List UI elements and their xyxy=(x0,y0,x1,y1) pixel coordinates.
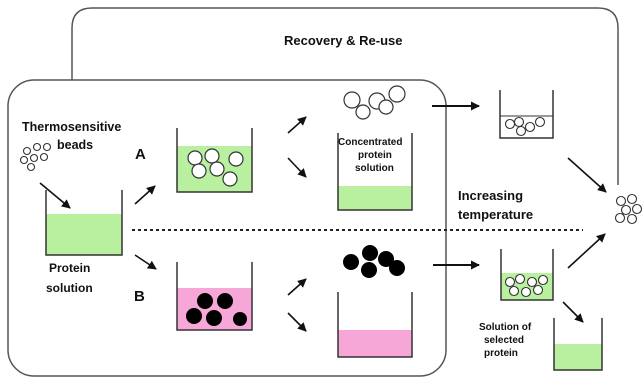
recovery-loop-line xyxy=(71,7,619,185)
bead-icon xyxy=(32,142,42,152)
dark-bead-icon xyxy=(233,312,247,326)
bead-icon xyxy=(29,153,39,163)
pink-solution xyxy=(338,330,412,357)
bead-icon xyxy=(343,91,361,109)
arrow-b-to-beads xyxy=(287,278,307,296)
bead-icon xyxy=(42,142,52,152)
concentrated-label-1: Concentrated xyxy=(338,137,402,148)
bead-icon xyxy=(626,193,638,205)
protein-beaker xyxy=(45,190,123,256)
bead-icon xyxy=(614,212,626,224)
dark-bead-icon xyxy=(378,251,394,267)
bead-icon xyxy=(378,99,394,115)
pink-beaker xyxy=(337,292,413,358)
thermosensitive-beads-label-2: beads xyxy=(57,138,93,152)
bead-icon xyxy=(39,152,49,162)
selected-protein-label-1: Solution of xyxy=(479,322,532,333)
arrow-to-beaker-b xyxy=(134,254,157,270)
green-solution xyxy=(338,186,412,210)
bead-icon xyxy=(514,273,526,285)
bead-icon xyxy=(209,161,225,177)
bead-icon xyxy=(524,121,536,133)
dark-bead-icon xyxy=(186,308,202,324)
protein-solution-label-2: solution xyxy=(46,281,93,295)
bead-icon xyxy=(191,163,207,179)
dark-bead-icon xyxy=(206,310,222,326)
concentrated-label-2: protein xyxy=(358,150,392,161)
dark-bead-icon xyxy=(197,293,213,309)
dark-bead-icon xyxy=(361,262,377,278)
path-b-label: B xyxy=(134,288,145,305)
dark-bead-icon xyxy=(362,245,378,261)
increasing-temperature-label-1: Increasing xyxy=(458,188,523,203)
arrow-b-to-solution xyxy=(287,312,307,332)
arrow-selection-to-selected xyxy=(562,301,584,323)
bead-icon xyxy=(19,155,29,165)
recovery-label: Recovery & Re-use xyxy=(284,33,403,48)
beaker-b xyxy=(176,262,253,331)
thermosensitive-beads-label-1: Thermosensitive xyxy=(22,120,121,134)
recycled-beads xyxy=(614,193,643,225)
selected-protein-label-3: protein xyxy=(484,348,518,359)
bead-icon xyxy=(534,116,546,128)
recovery-beaker-top xyxy=(499,90,554,139)
selected-protein-label-2: selected xyxy=(484,335,524,346)
bead-icon xyxy=(388,85,406,103)
arrow-a-to-solution xyxy=(287,157,307,178)
concentrated-label-3: solution xyxy=(355,163,394,174)
recovered-beads-b xyxy=(343,245,405,278)
bead-icon xyxy=(526,276,538,288)
bead-icon xyxy=(228,151,244,167)
increasing-temperature-label-2: temperature xyxy=(458,207,533,222)
bead-icon xyxy=(355,104,371,120)
bead-icon xyxy=(631,203,643,215)
arrows xyxy=(39,101,607,332)
dark-bead-icon xyxy=(343,254,359,270)
bead-icon xyxy=(26,162,36,172)
bead-icon xyxy=(508,285,520,297)
bead-icon xyxy=(187,150,203,166)
arrow-beads-to-solution xyxy=(39,182,71,209)
arrow-a-to-beads xyxy=(287,116,307,134)
bead-icon xyxy=(626,213,638,225)
dark-bead-icon xyxy=(217,293,233,309)
protein-solution-label-1: Protein xyxy=(49,261,90,275)
bead-icon xyxy=(22,146,32,156)
arrow-recovery-to-recycle xyxy=(567,157,607,193)
process-frame xyxy=(7,79,447,377)
path-a-label: A xyxy=(135,146,146,163)
dark-bead-icon xyxy=(389,260,405,276)
bead-icon xyxy=(204,148,220,164)
arrow-selection-to-recycle xyxy=(567,233,606,269)
bead-icon xyxy=(515,125,527,137)
beaker-a xyxy=(176,128,253,193)
free-beads-group xyxy=(19,142,52,172)
bead-icon xyxy=(504,118,516,130)
bead-icon xyxy=(513,116,525,128)
green-solution xyxy=(554,344,602,370)
concentrated-beaker xyxy=(337,133,413,211)
bead-icon xyxy=(520,286,532,298)
green-solution xyxy=(46,214,122,255)
selection-beaker xyxy=(500,249,554,301)
bead-icon xyxy=(504,276,516,288)
bead-icon xyxy=(222,171,238,187)
bead-icon xyxy=(615,195,627,207)
bead-icon xyxy=(537,274,549,286)
arrow-to-beaker-a xyxy=(134,185,156,205)
recovered-beads-a xyxy=(343,85,406,120)
bead-icon xyxy=(620,204,632,216)
selected-protein-beaker xyxy=(553,318,603,371)
bead-icon xyxy=(532,284,544,296)
